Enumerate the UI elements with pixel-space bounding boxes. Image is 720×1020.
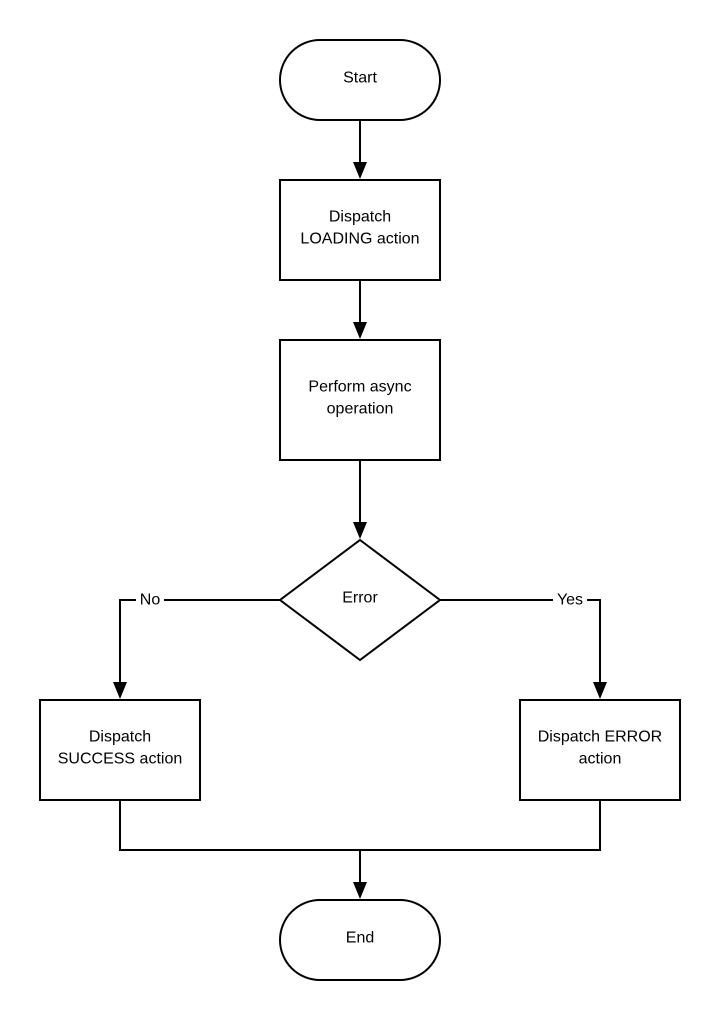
node-dispatch-success-line-1: Dispatch: [89, 729, 151, 746]
node-error-decision-label: Error: [342, 590, 378, 607]
edge-label-yes: Yes: [557, 592, 583, 609]
edge-label-no: No: [140, 592, 161, 609]
edge-merge-to-end: [119, 800, 601, 899]
node-dispatch-success: Dispatch SUCCESS action: [39, 699, 201, 801]
node-dispatch-success-line-2: SUCCESS action: [58, 751, 183, 768]
node-dispatch-error: Dispatch ERROR action: [519, 699, 681, 801]
node-end-label: End: [346, 930, 374, 947]
node-dispatch-loading: Dispatch LOADING action: [279, 179, 441, 281]
node-dispatch-loading-line-2: LOADING action: [300, 231, 419, 248]
node-perform-async: Perform async operation: [279, 339, 441, 461]
edge-async-to-error: [353, 460, 367, 539]
edge-start-to-loading: [353, 120, 367, 179]
node-end: End: [279, 899, 441, 981]
edge-loading-to-async: [353, 280, 367, 339]
edge-error-yes-to-error-action: Yes: [440, 590, 607, 699]
node-dispatch-loading-line-1: Dispatch: [329, 209, 391, 226]
node-error-decision: Error: [278, 538, 442, 662]
node-dispatch-error-line-2: action: [579, 751, 622, 768]
edge-error-no-to-success: No: [113, 590, 280, 699]
node-start-label: Start: [343, 70, 377, 87]
node-perform-async-line-2: operation: [327, 401, 394, 418]
node-dispatch-error-line-1: Dispatch ERROR: [538, 729, 662, 746]
node-start: Start: [279, 39, 441, 121]
node-perform-async-line-1: Perform async: [308, 379, 411, 396]
